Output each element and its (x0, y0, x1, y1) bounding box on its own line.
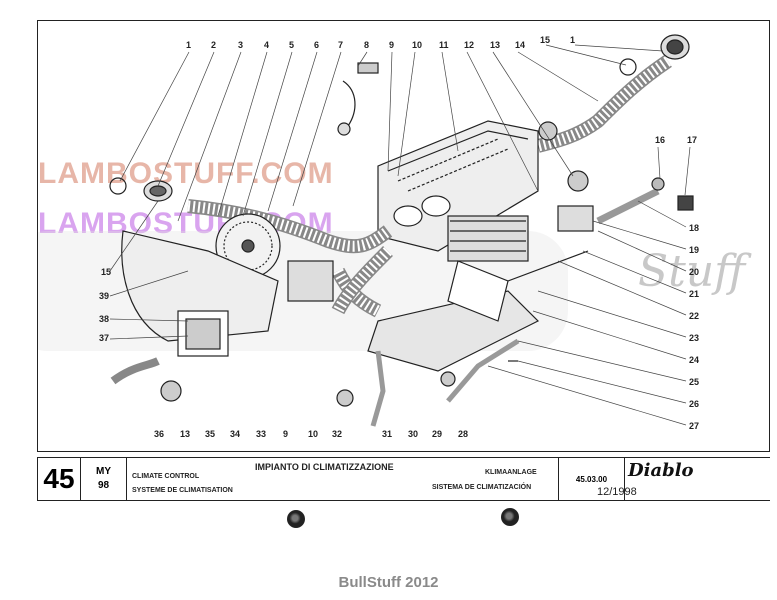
title-block: 45 MY 98 IMPIANTO DI CLIMATIZZAZIONE CLI… (37, 457, 770, 501)
callout-bottom: 10 (308, 429, 318, 439)
brand-logo: Diablo (628, 460, 694, 481)
callout-top: 9 (389, 40, 394, 50)
binder-hole (287, 510, 305, 528)
exploded-diagram: LAMBOSTUFF.COM LAMBOSTUFF.COM Stuff (8, 34, 752, 439)
callout-bottom: 32 (332, 429, 342, 439)
callout-bottom: 29 (432, 429, 442, 439)
model-year-value: 98 (97, 480, 110, 491)
title-german: KLIMAANLAGE (485, 469, 537, 476)
callout-top: 5 (289, 40, 294, 50)
callout-top: 14 (515, 40, 525, 50)
callout-top: 13 (490, 40, 500, 50)
callout-bottom: 36 (154, 429, 164, 439)
callout-right: 17 (687, 135, 697, 145)
callout-top: 15 (540, 35, 550, 45)
callout-top: 10 (412, 40, 422, 50)
callout-bottom: 35 (205, 429, 215, 439)
title-cell: IMPIANTO DI CLIMATIZZAZIONE CLIMATE CONT… (127, 458, 559, 500)
callout-top: 1 (570, 35, 575, 45)
callout-right: 19 (689, 245, 699, 255)
callout-left: 39 (99, 291, 109, 301)
callout-right: 25 (689, 377, 699, 387)
callout-top: 12 (464, 40, 474, 50)
watermark-text-1: LAMBOSTUFF.COM (38, 157, 334, 190)
callout-right: 27 (689, 421, 699, 431)
callout-right: 23 (689, 333, 699, 343)
callout-top: 2 (211, 40, 216, 50)
title-italian: IMPIANTO DI CLIMATIZZAZIONE (255, 462, 394, 472)
title-spanish: SISTEMA DE CLIMATIZACIÓN (432, 484, 532, 491)
title-french: SYSTEME DE CLIMATISATION (132, 487, 233, 494)
callout-right: 21 (689, 289, 699, 299)
callout-bottom: 30 (408, 429, 418, 439)
plate-number: 45 (37, 458, 81, 500)
callout-bottom: 31 (382, 429, 392, 439)
callout-top: 6 (314, 40, 319, 50)
leader-lines (109, 44, 691, 426)
parts-drawing (109, 34, 694, 427)
model-year-cell: MY 98 (81, 458, 127, 500)
callout-right: 20 (689, 267, 699, 277)
watermark-script: Stuff (638, 246, 752, 297)
catalog-code: 45.03.00 (559, 458, 625, 500)
model-year-label: MY (96, 466, 111, 477)
callout-right: 24 (689, 355, 699, 365)
callout-left: 37 (99, 333, 109, 343)
callout-bottom: 13 (180, 429, 190, 439)
callout-left: 38 (99, 314, 109, 324)
callout-top: 3 (238, 40, 243, 50)
footer-credit: BullStuff 2012 (338, 574, 439, 591)
callout-numbers: 1 2 3 4 5 6 7 8 9 10 11 12 13 14 15 1 16… (99, 35, 699, 439)
title-english: CLIMATE CONTROL (132, 473, 200, 480)
exploded-diagram-frame: LAMBOSTUFF.COM LAMBOSTUFF.COM Stuff (8, 20, 770, 452)
callout-right: 22 (689, 311, 699, 321)
callout-bottom: 28 (458, 429, 468, 439)
callout-right: 26 (689, 399, 699, 409)
callout-top: 8 (364, 40, 369, 50)
callout-top: 7 (338, 40, 343, 50)
callout-bottom: 34 (230, 429, 240, 439)
callout-right: 18 (689, 223, 699, 233)
callout-top: 4 (264, 40, 269, 50)
callout-right: 16 (655, 135, 665, 145)
callout-top: 1 (186, 40, 191, 50)
revision-date: 12/1998 (597, 486, 637, 498)
callout-left: 15 (101, 267, 111, 277)
callout-bottom: 33 (256, 429, 266, 439)
binder-hole (501, 508, 519, 526)
callout-top: 11 (439, 40, 449, 50)
callout-bottom: 9 (283, 429, 288, 439)
